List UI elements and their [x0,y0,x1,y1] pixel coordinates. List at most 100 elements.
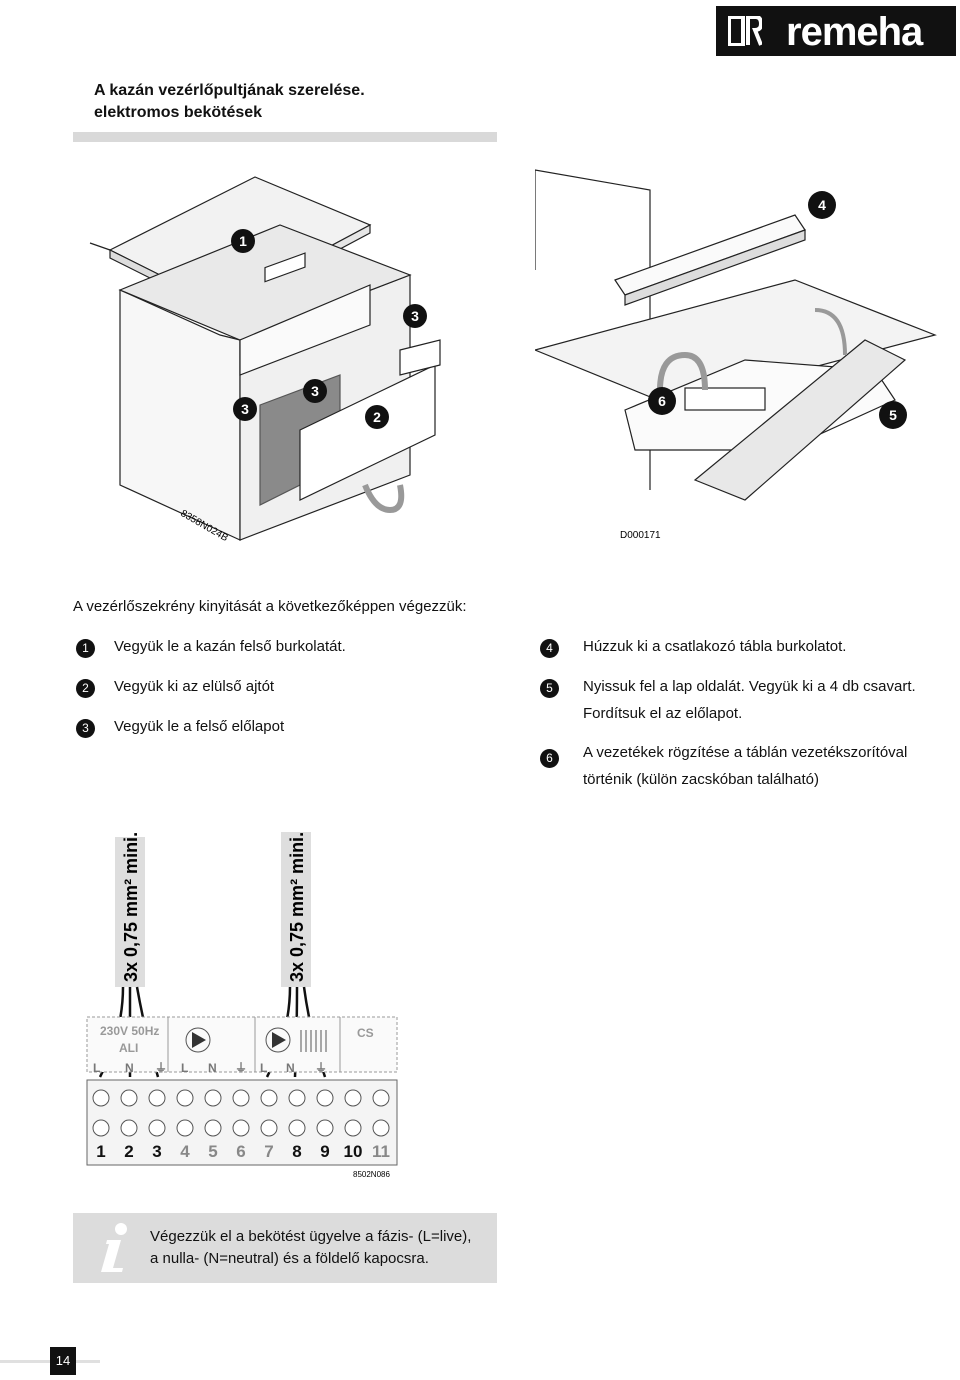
step-5-line-2: Fordítsuk el az előlapot. [583,705,743,722]
callout-1: 1 [231,229,255,253]
terminal-screw [92,1119,110,1137]
terminal-number: 11 [372,1142,390,1161]
step-4-line-1: Húzzuk ki a csatlakozó tábla burkolatot. [583,638,847,655]
info-line-2: a nulla- (N=neutral) és a földelő kapocs… [150,1250,429,1267]
info-line-1: Végezzük el a bekötést ügyelve a fázis- … [150,1228,472,1245]
terminal-screw [372,1119,390,1137]
terminal-label-6: ⏚ [235,1061,247,1075]
title-divider [73,132,497,142]
terminal-number: 9 [320,1142,329,1161]
terminal-number: 5 [208,1142,217,1161]
terminal-screw [288,1119,306,1137]
terminal-label-3: ⏚ [155,1061,167,1075]
step-6-line-1: A vezetékek rögzítése a táblán vezetéksz… [583,744,908,761]
terminal-label-8: N [286,1061,295,1075]
intro-text: A vezérlőszekrény kinyitását a következő… [73,598,467,615]
brand-name: remeha [786,10,923,54]
terminal-screw [232,1089,250,1107]
remeha-logo: remeha [716,6,956,56]
svg-text:2: 2 [373,409,381,425]
step-3-number: 3 [76,719,95,738]
page-title: A kazán vezérlőpultjának szerelése. elek… [94,80,365,124]
terminal-number: 4 [180,1142,190,1161]
heater-icon [300,1030,327,1052]
pump-icon-1 [185,1027,211,1053]
info-box [73,1213,497,1283]
terminal-number: 1 [96,1142,105,1161]
svg-text:3: 3 [311,383,319,399]
terminal-screw [344,1119,362,1137]
svg-text:3: 3 [411,308,419,324]
terminal-screw [232,1119,250,1137]
terminal-number: 10 [344,1142,363,1161]
terminal-number: 6 [236,1142,245,1161]
step-5-number: 5 [540,679,559,698]
terminal-screw [316,1119,334,1137]
title-line-2: elektromos bekötések [94,104,263,121]
callout-3a: 3 [403,304,427,328]
svg-text:4: 4 [818,197,826,213]
step-3-text: Vegyük le a felső előlapot [114,718,285,735]
callout-3c: 3 [303,379,327,403]
terminal-screw [372,1089,390,1107]
step-5-line-1: Nyissuk fel a lap oldalát. Vegyük ki a 4… [583,678,916,695]
terminal-screw [120,1119,138,1137]
terminal-label-5: N [208,1061,217,1075]
terminal-screw [92,1089,110,1107]
svg-text:3: 3 [241,401,249,417]
terminal-number: 8 [292,1142,301,1161]
step-2-number: 2 [76,679,95,698]
terminal-screw [316,1089,334,1107]
remeha-logo-icon [728,16,762,46]
step-4-number: 4 [540,639,559,658]
terminal-screw [148,1119,166,1137]
terminal-number: 2 [124,1142,133,1161]
terminal-label-7: L [260,1061,267,1075]
page-number: 14 [50,1347,76,1375]
terminal-box-figure: 4 5 6 D000171 [535,169,937,541]
callout-3b: 3 [233,397,257,421]
cable-label-2: 3x 0,75 mm² mini. [287,832,307,982]
callout-6: 6 [648,387,676,415]
svg-text:6: 6 [658,393,666,409]
boiler-figure: 1 2 3 3 3 8358N024B [89,176,441,544]
figure-right-code: D000171 [620,530,661,541]
step-5-text: Nyissuk fel a lap oldalát. Vegyük ki a 4… [583,673,916,727]
terminal-screw [260,1089,278,1107]
terminal-label-2: N [125,1061,134,1075]
terminal-screw [204,1119,222,1137]
callout-5: 5 [879,401,907,429]
step-6-text: A vezetékek rögzítése a táblán vezetéksz… [583,739,907,793]
terminal-screw [344,1089,362,1107]
callout-4: 4 [808,191,836,219]
terminal-number: 3 [152,1142,161,1161]
terminal-number: 7 [264,1142,273,1161]
terminal-screw [260,1119,278,1137]
info-text: Végezzük el a bekötést ügyelve a fázis- … [150,1226,471,1270]
step-1-text: Vegyük le a kazán felső burkolatát. [114,638,346,655]
cs-label: CS [357,1026,374,1040]
step-2-text: Vegyük ki az elülső ajtót [114,678,275,695]
terminal-screw [288,1089,306,1107]
svg-text:1: 1 [239,233,247,249]
terminal-screw [120,1089,138,1107]
step-6-number: 6 [540,749,559,768]
supply-label-2: ALI [119,1041,138,1055]
terminal-screw [204,1089,222,1107]
cable-label-1: 3x 0,75 mm² mini. [121,832,141,982]
info-icon [101,1223,127,1272]
terminal-label-1: L [93,1061,100,1075]
pump-icon-2 [265,1027,291,1053]
wiring-diagram: 3x 0,75 mm² mini. 3x 0,75 mm² mini. 230V… [86,832,398,1179]
svg-text:5: 5 [889,407,897,423]
step-6-line-2: történik (külön zacskóban található) [583,771,819,788]
step-4-text: Húzzuk ki a csatlakozó tábla burkolatot. [583,633,846,660]
terminal-screw [176,1089,194,1107]
title-line-1: A kazán vezérlőpultjának szerelése. [94,82,365,99]
wiring-code: 8502N086 [353,1170,390,1179]
terminal-screw [148,1089,166,1107]
terminal-screw [176,1119,194,1137]
terminal-label-9: ⏚ [315,1061,327,1075]
terminal-label-4: L [181,1061,188,1075]
step-1-number: 1 [76,639,95,658]
